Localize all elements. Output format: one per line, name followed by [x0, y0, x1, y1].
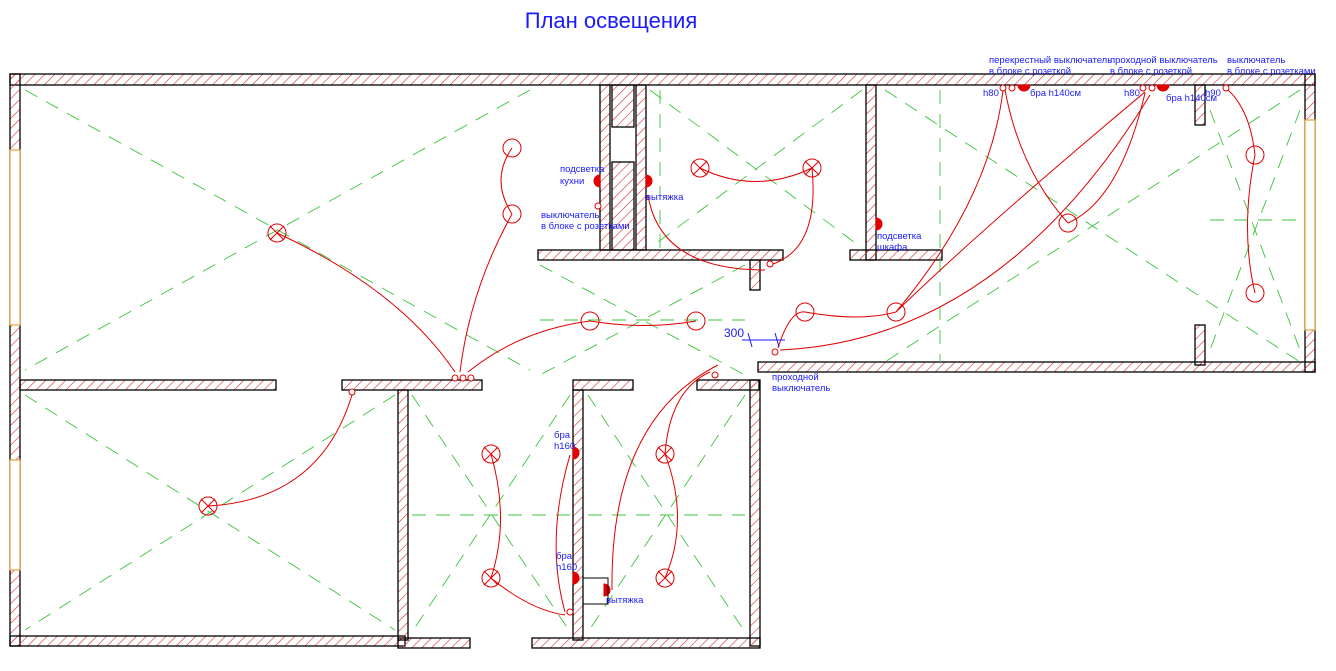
label-wardrobe-light-2: шкафа [877, 242, 908, 253]
ceiling-light-icon [1245, 145, 1265, 165]
label-kitchen-switch-2: в блоке с розетками [541, 221, 630, 232]
windows [9, 119, 1316, 571]
guide-lines [24, 89, 1301, 633]
label-sconce-h160-a-2: h160 [554, 441, 575, 452]
ceiling-light-icon [1245, 283, 1265, 303]
label-hood-bottom: вытяжка [606, 595, 644, 606]
wall-column-a [611, 84, 635, 128]
window-right [1304, 119, 1316, 331]
wall-wardrobe-left [865, 84, 877, 261]
wiring [207, 89, 1256, 616]
label-pass-switch-bottom-2: выключатель [772, 383, 830, 394]
wall-partition-top [1194, 84, 1206, 126]
ceiling-light-icon [795, 302, 815, 322]
wall-mid-horizontal-c [572, 379, 634, 391]
ceiling-light-icon [502, 138, 522, 158]
switch-icon [711, 371, 719, 379]
switch-icon [1222, 84, 1230, 92]
label-pass-switch-bottom-1: проходной [772, 372, 819, 383]
label-hood-top: вытяжка [646, 192, 684, 203]
wall-stub [749, 259, 761, 291]
label-sconce-h160-b-1: бра [556, 551, 573, 562]
ceiling-light-icon [198, 496, 218, 516]
wall-lower-right [749, 379, 761, 647]
wall-mid-horizontal-b [341, 379, 483, 391]
switch-icon [594, 202, 602, 210]
switch-icon [766, 260, 774, 268]
wall-kitchen-bottom [537, 249, 784, 261]
wall-bath2-left [635, 84, 647, 251]
sconce-icon [1017, 84, 1031, 92]
label-kitchen-light-1: подсветка [560, 164, 605, 175]
dimension-label: 300 [724, 326, 744, 340]
label-h80-a: h80 [983, 88, 999, 99]
ceiling-light-icon [690, 158, 710, 178]
wall-bottom-right [757, 361, 1316, 373]
sconce-icon [572, 446, 580, 460]
label-pass-switch-2: в блоке с розеткой [1110, 66, 1192, 77]
wall-column-b [611, 161, 635, 251]
ceiling-light-icon [481, 444, 501, 464]
ceiling-light-icon [580, 311, 600, 331]
dimension [742, 332, 785, 348]
label-cross-switch-1: перекрестный выключатель [989, 55, 1112, 66]
sconce-icon [645, 174, 653, 188]
label-sconce-h160-a-1: бра [554, 430, 571, 441]
label-pass-switch-1: проходной выключатель [1110, 55, 1218, 66]
switches [348, 84, 1230, 616]
ceiling-light-icon [1058, 213, 1078, 233]
ceiling-lights [198, 138, 1265, 588]
switch-icon [459, 374, 467, 382]
wall-bath-mid [572, 389, 584, 641]
label-h90: h90 [1205, 88, 1221, 99]
wall-bottom-mid2 [531, 637, 761, 649]
ceiling-light-icon [481, 568, 501, 588]
wall-wardrobe-bottom [849, 249, 943, 261]
labels: подсветка кухни выключатель в блоке с ро… [541, 55, 1316, 606]
wall-bath-left [397, 389, 409, 641]
label-kitchen-light-2: кухни [560, 176, 584, 187]
switch-icon [1008, 84, 1016, 92]
ceiling-light-icon [802, 158, 822, 178]
switch-icon [467, 374, 475, 382]
sconce-icon [572, 571, 580, 585]
label-h80-b: h80 [1124, 88, 1140, 99]
wall-bottom-mid [397, 637, 471, 649]
label-cross-switch-2: в блоке с розеткой [989, 66, 1071, 77]
label-switch-right-1: выключатель [1227, 55, 1285, 66]
walls [9, 73, 1316, 649]
label-sconce-h160-b-2: h160 [556, 562, 577, 573]
switch-icon [348, 388, 356, 396]
page-title: План освещения [524, 8, 698, 33]
switch-icon [771, 348, 779, 356]
ceiling-light-icon [655, 568, 675, 588]
label-sconce-b: бра h140см [1166, 93, 1217, 104]
switch-icon [451, 374, 459, 382]
ceiling-light-icon [655, 444, 675, 464]
ceiling-light-icon [502, 204, 522, 224]
wall-mid-horizontal-d [696, 379, 760, 391]
sconce-icon [593, 174, 601, 188]
wall-bottom-left [9, 635, 406, 647]
ceiling-light-icon [267, 223, 287, 243]
window-left-top [9, 149, 21, 326]
sconce-icon [875, 217, 883, 231]
sconce-icon [1156, 84, 1170, 92]
switch-icon [566, 608, 574, 616]
label-wardrobe-light-1: подсветка [877, 231, 922, 242]
switch-icon [1139, 84, 1147, 92]
label-switch-right-2: в блоке с розетками [1227, 66, 1316, 77]
label-kitchen-switch-1: выключатель [541, 210, 599, 221]
switch-icon [1148, 84, 1156, 92]
hood-box [582, 577, 609, 605]
ceiling-light-icon [686, 311, 706, 331]
window-left-bottom [9, 459, 21, 571]
wall-mid-horizontal-a [19, 379, 277, 391]
switch-icon [999, 84, 1007, 92]
wall-partition-bottom [1194, 324, 1206, 366]
ceiling-light-icon [886, 302, 906, 322]
label-sconce-a: бра h140см [1030, 88, 1081, 99]
